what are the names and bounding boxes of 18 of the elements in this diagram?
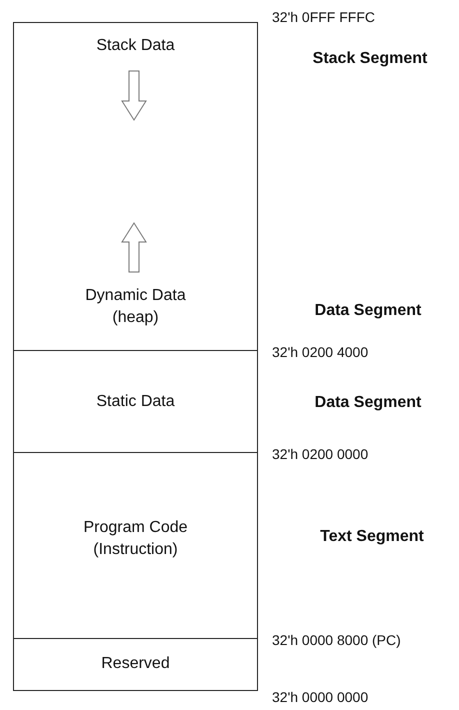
- address-label: 32'h 0000 0000: [272, 688, 368, 706]
- region-label: Dynamic Data (heap): [84, 286, 187, 328]
- address-label: 32'h 0FFF FFFC: [272, 8, 376, 26]
- memory-region: [13, 350, 258, 453]
- address-label: 32'h 0000 8000 (PC): [272, 631, 401, 649]
- segment-name: Text Segment: [320, 527, 424, 547]
- address-label: 32'h 0200 4000: [272, 343, 368, 361]
- segment-name: Data Segment: [314, 301, 422, 321]
- segment-name: Data Segment: [314, 393, 422, 413]
- region-label: Reserved: [101, 654, 170, 674]
- memory-region: [13, 22, 258, 351]
- address-label: 32'h 0200 0000: [272, 445, 368, 463]
- region-label: Static Data: [96, 392, 175, 412]
- segment-name: Stack Segment: [312, 49, 428, 69]
- memory-region: [13, 638, 258, 691]
- region-label: Stack Data: [96, 36, 175, 56]
- memory-region: [13, 452, 258, 639]
- region-label: Program Code (Instruction): [82, 518, 189, 560]
